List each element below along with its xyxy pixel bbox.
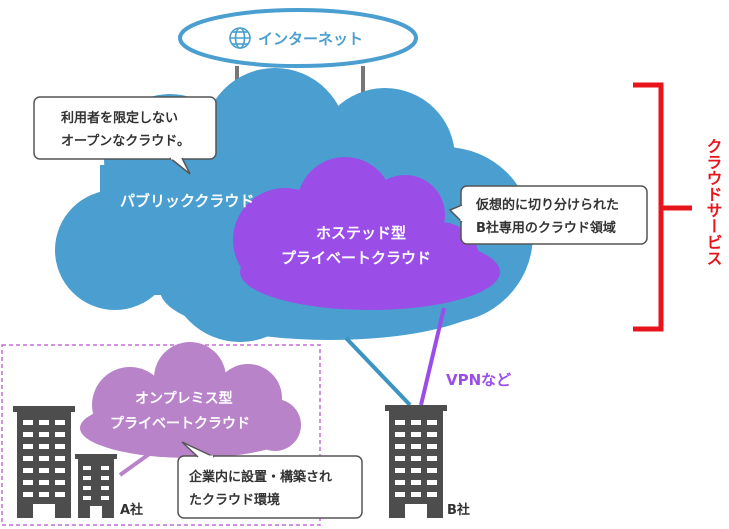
callout-hosted-box bbox=[448, 185, 648, 245]
callout-public-box bbox=[33, 96, 217, 175]
internet-oval bbox=[178, 8, 418, 68]
company-a-label: A社 bbox=[120, 502, 143, 518]
callout-hosted-line2: B社専用のクラウド領域 bbox=[476, 220, 616, 236]
callout-hosted-line1: 仮想的に切り分けられた bbox=[475, 197, 619, 213]
hosted-cloud-shape bbox=[233, 157, 500, 310]
cloud-service-label: クラウドサービス bbox=[704, 138, 723, 266]
building-a-small bbox=[75, 454, 117, 518]
public-cloud-label: パブリッククラウド bbox=[120, 192, 254, 210]
onprem-link-a bbox=[118, 450, 154, 477]
callout-public-line2: オープンなクラウド。 bbox=[61, 134, 190, 149]
globe-icon bbox=[229, 27, 251, 49]
cloud-service-bracket bbox=[633, 82, 692, 332]
hosted-cloud-line2: プライベートクラウド bbox=[281, 249, 431, 267]
public-link-b bbox=[344, 336, 412, 407]
company-b-label: B社 bbox=[447, 502, 470, 518]
callout-onprem-line2: たクラウド環境 bbox=[189, 492, 280, 508]
onprem-cloud-line1: オンプレミス型 bbox=[135, 390, 233, 407]
hosted-cloud-line1: ホステッド型 bbox=[316, 224, 406, 242]
building-b bbox=[385, 405, 447, 518]
callout-public-line1: 利用者を限定しない bbox=[61, 110, 178, 126]
onprem-cloud-shape bbox=[80, 342, 301, 458]
internet-label: インターネット bbox=[258, 30, 363, 48]
building-a-large bbox=[13, 406, 75, 518]
onprem-cloud-line2: プライベートクラウド bbox=[110, 416, 250, 432]
onprem-dashed-area bbox=[1, 344, 321, 526]
callout-onprem-line1: 企業内に設置・構築され bbox=[188, 469, 332, 485]
vpn-label: VPNなど bbox=[446, 371, 511, 389]
callout-onprem-box bbox=[177, 441, 363, 519]
vpn-link-b bbox=[419, 307, 446, 406]
